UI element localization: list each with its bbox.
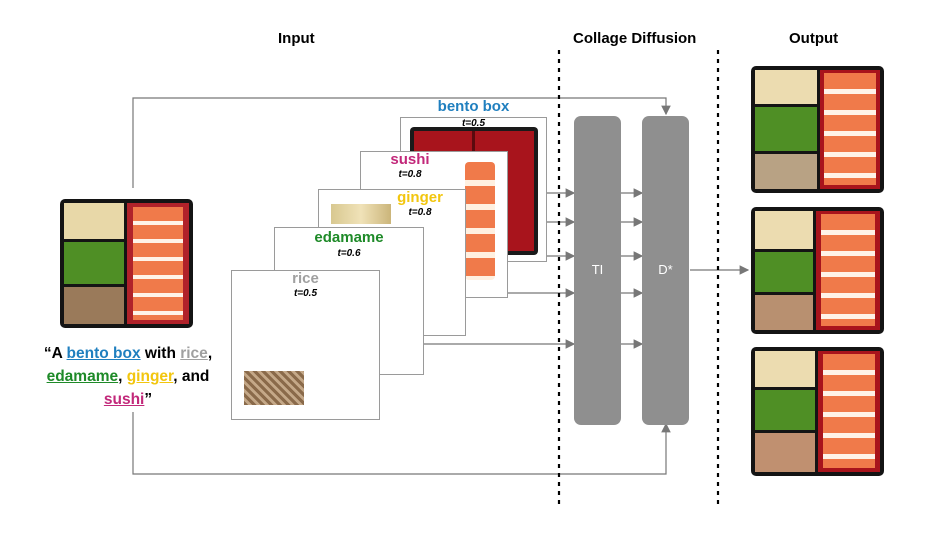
- output-image-3: [751, 347, 884, 476]
- layer-rice-t: t=0.5: [293, 288, 318, 299]
- layer-rice-name: rice: [292, 270, 319, 287]
- word-ginger: ginger: [126, 368, 174, 385]
- word-edamame: edamame: [46, 368, 119, 385]
- layer-rice: [231, 270, 380, 420]
- layer-bento-box-name: bento box: [437, 98, 510, 115]
- input-collage-image: [60, 199, 193, 328]
- output-header: Output: [789, 30, 839, 47]
- sushi-image: [465, 162, 495, 280]
- rice-image: [244, 371, 304, 405]
- output-image-2: [751, 207, 884, 334]
- dstar-label: D*: [658, 262, 673, 277]
- dstar-block: D*: [642, 116, 689, 425]
- layer-ginger-t: t=0.8: [408, 207, 432, 218]
- ginger-image: [331, 204, 391, 224]
- layer-edamame-t: t=0.6: [337, 248, 361, 259]
- word-sushi: sushi: [103, 391, 145, 408]
- ti-block: TI: [574, 116, 621, 425]
- layer-bento-box-t: t=0.5: [461, 118, 486, 129]
- prompt-caption: “A bento box with rice, edamame, ginger,…: [43, 345, 213, 408]
- output-image-1: [751, 66, 884, 193]
- word-bento-box: bento box: [66, 345, 141, 362]
- ginger-patch: [64, 203, 124, 239]
- layer-ginger-name: ginger: [397, 189, 443, 206]
- word-rice: rice: [180, 345, 208, 362]
- input-header: Input: [278, 30, 315, 47]
- layer-sushi-t: t=0.8: [398, 169, 422, 180]
- layer-sushi-name: sushi: [390, 151, 430, 168]
- ti-label: TI: [591, 262, 604, 277]
- sushi-patch: [127, 203, 189, 324]
- rice-patch: [64, 287, 124, 324]
- edamame-patch: [64, 242, 124, 284]
- collage-diffusion-header: Collage Diffusion: [573, 30, 697, 47]
- layer-edamame-name: edamame: [314, 229, 384, 246]
